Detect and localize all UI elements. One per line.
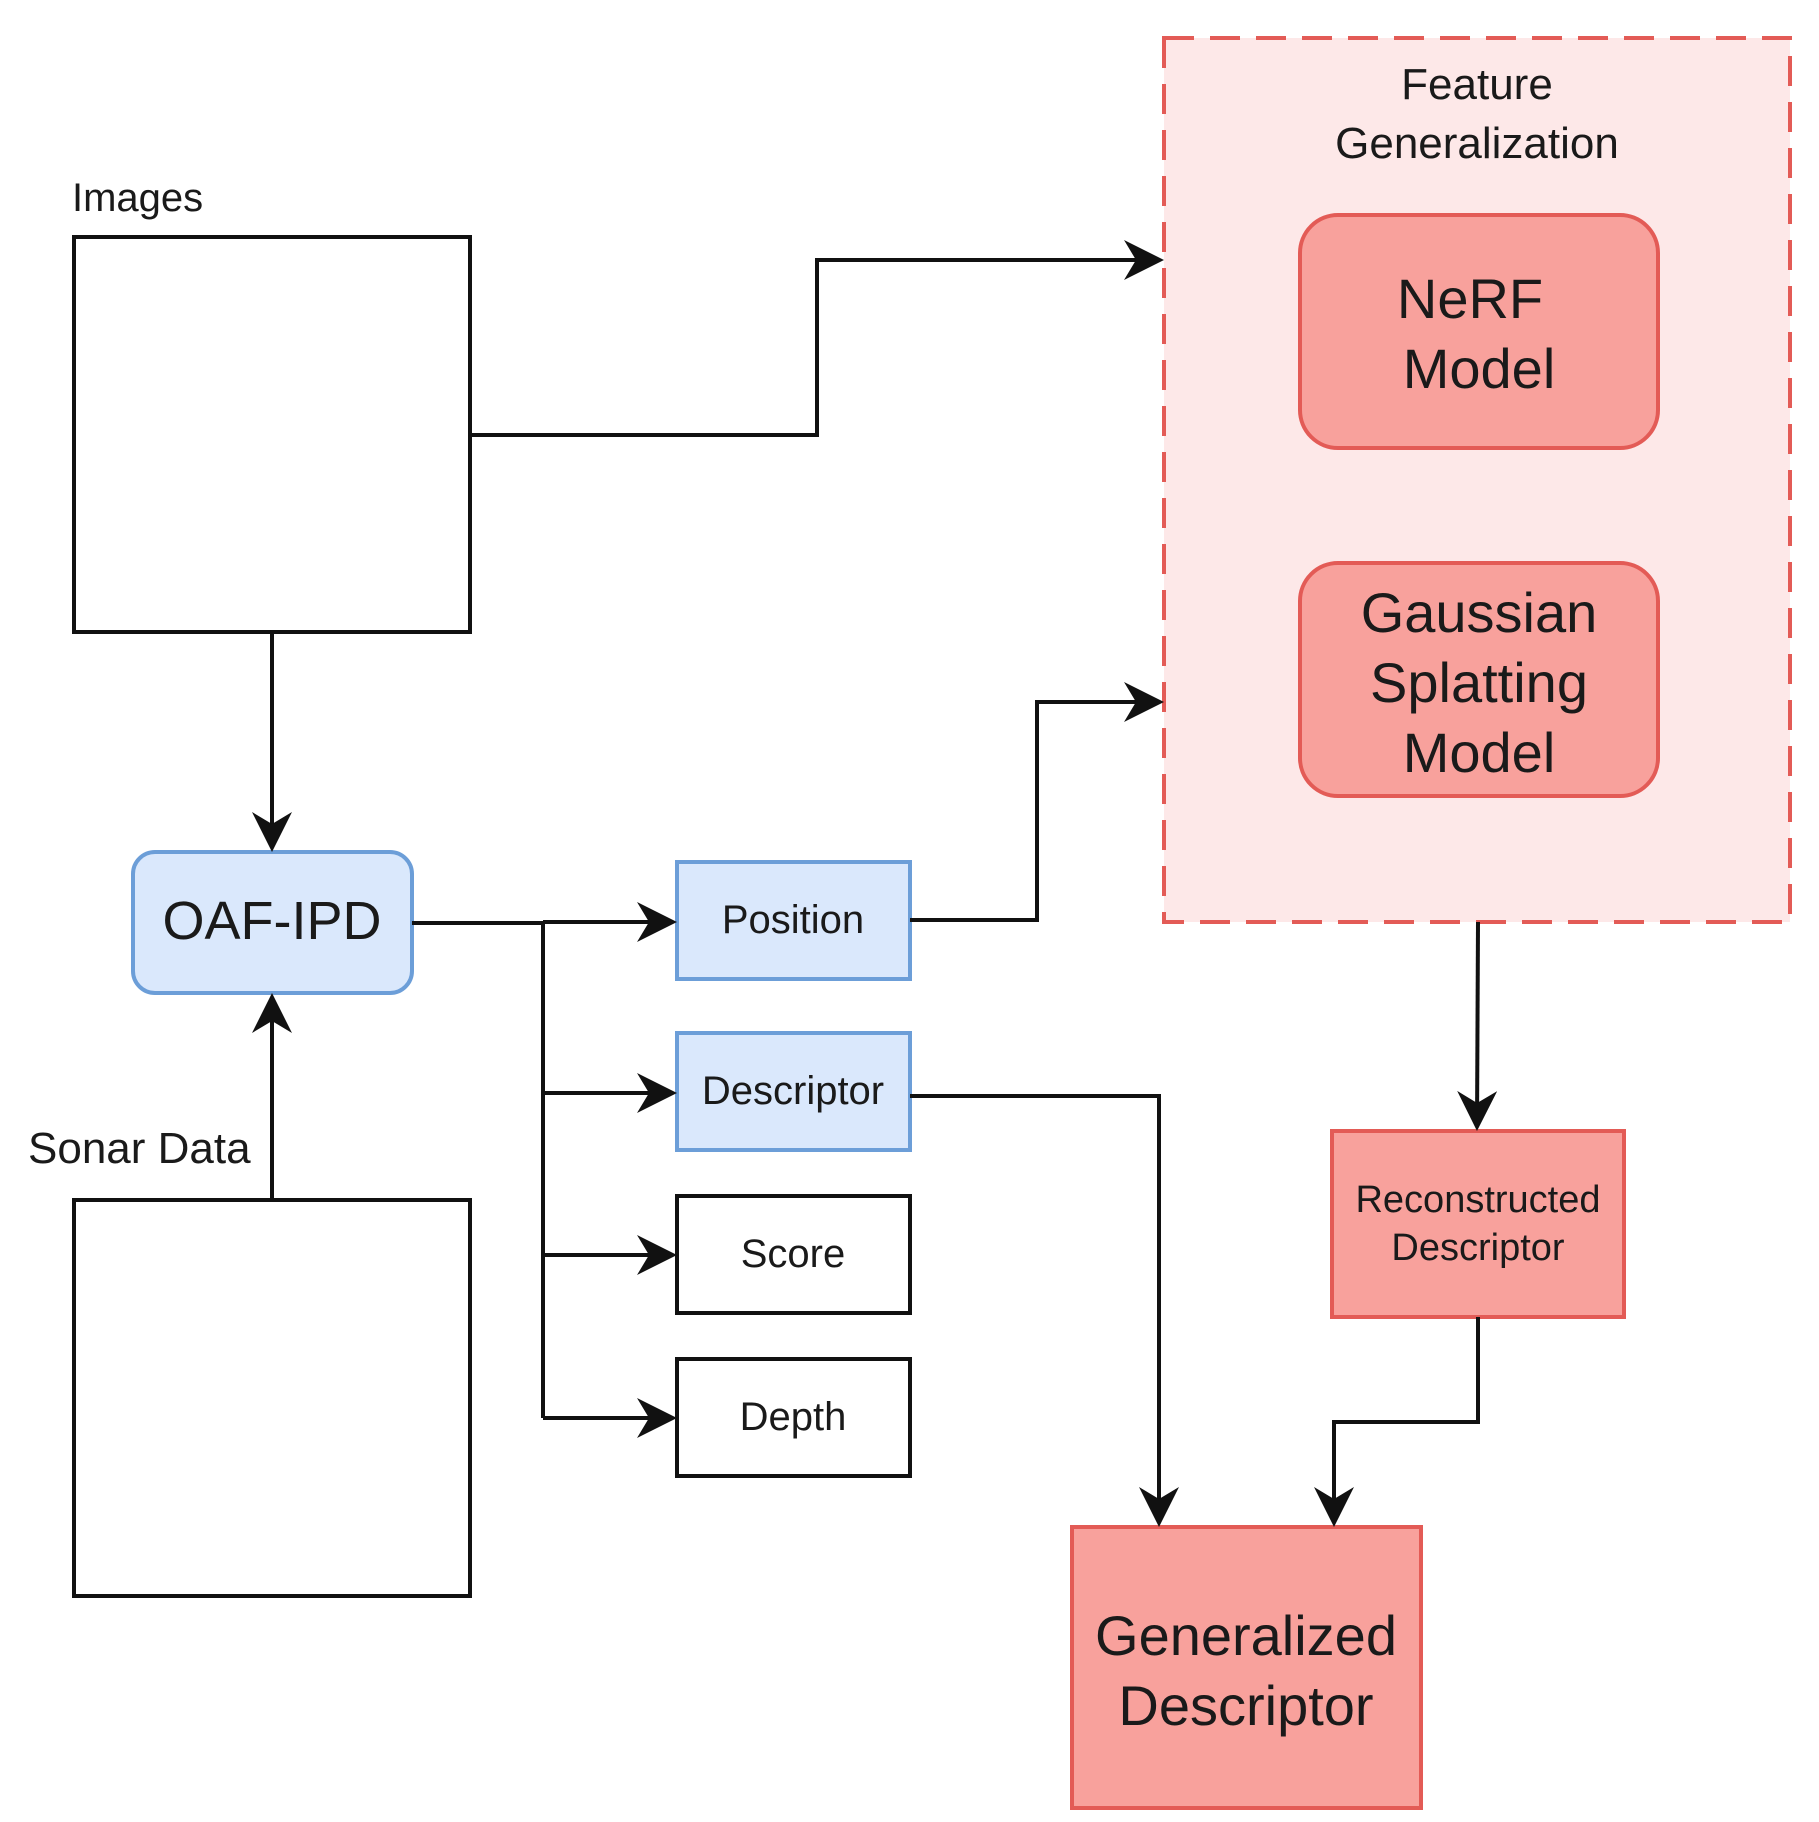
reconstructed-descriptor-label-line2: Descriptor xyxy=(1391,1227,1564,1269)
feature-generalization-title-line1: Feature xyxy=(1401,60,1553,109)
score-label: Score xyxy=(741,1232,846,1276)
gaussian-splatting-model-box xyxy=(1298,561,1660,798)
arrow-images-to-feature-generalization xyxy=(470,240,1164,437)
nerf-model-box xyxy=(1298,213,1660,450)
arrow-feature-generalization-to-reconstructed xyxy=(1457,921,1498,1131)
position-label: Position xyxy=(722,898,864,942)
nerf-model-label-line1: NeRF xyxy=(1397,267,1543,330)
generalized-descriptor-label-line2: Descriptor xyxy=(1118,1674,1373,1737)
generalized-descriptor-label-line1: Generalized xyxy=(1095,1604,1397,1667)
reconstructed-descriptor-box xyxy=(1330,1129,1626,1319)
oaf-ipd-label: OAF-IPD xyxy=(162,891,381,951)
generalized-descriptor-box xyxy=(1070,1525,1423,1810)
arrow-descriptor-to-generalized-descriptor xyxy=(910,1094,1179,1527)
feature-generalization-title-line2: Generalization xyxy=(1335,119,1619,168)
depth-label: Depth xyxy=(740,1395,847,1439)
images-box xyxy=(72,235,472,634)
arrow-reconstructed-to-generalized-descriptor xyxy=(1314,1317,1480,1527)
descriptor-label: Descriptor xyxy=(702,1069,884,1113)
gaussian-splatting-label-line3: Model xyxy=(1403,721,1556,784)
sonar-data-box xyxy=(72,1198,472,1598)
nerf-model-label-line2: Model xyxy=(1403,337,1556,400)
gaussian-splatting-label-line2: Splatting xyxy=(1370,651,1588,714)
sonar-data-label: Sonar Data xyxy=(28,1124,251,1173)
arrow-position-to-feature-generalization xyxy=(910,682,1164,922)
descriptor-box xyxy=(675,1031,912,1152)
depth-box xyxy=(675,1357,912,1478)
gaussian-splatting-label-line1: Gaussian xyxy=(1361,581,1598,644)
reconstructed-descriptor-label-line1: Reconstructed xyxy=(1355,1179,1600,1221)
score-box xyxy=(675,1194,912,1315)
images-label: Images xyxy=(72,176,203,220)
